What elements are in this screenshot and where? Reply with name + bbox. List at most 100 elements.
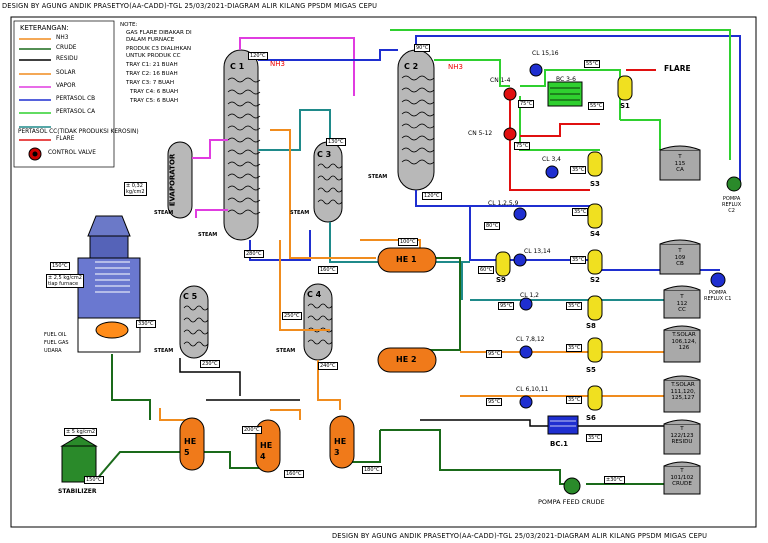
temp-tag: 130°C (326, 138, 346, 146)
bc1-label: BC.1 (550, 440, 569, 448)
temp-tag: 280°C (244, 250, 264, 258)
tank-t101-label: T 101/102 CRUDE (670, 468, 694, 487)
legend-pertasol-cb: PERTASOL CB (56, 96, 96, 102)
tank-t112-label: T 112 CC (676, 294, 688, 313)
bc36-label: BC 3-6 (556, 76, 576, 83)
he5-shape (179, 417, 205, 471)
cl1516-label: CL 15,16 (532, 50, 559, 57)
tanks (659, 145, 701, 495)
note-line: GAS FLARE DIBAKAR DI (126, 30, 192, 36)
steam-label: STEAM (198, 232, 218, 238)
legend-lines (19, 38, 51, 161)
steam-label: STEAM (276, 348, 296, 354)
temp-tag: 100°C (398, 238, 418, 246)
bc36-shape (547, 81, 583, 107)
column-c4-label: C 4 (307, 290, 322, 299)
temp-tag: 35°C (566, 396, 583, 404)
footer-title: DESIGN BY AGUNG ANDIK PRASETYO(AA-CADD)-… (332, 532, 708, 540)
temp-tag: 250°C (282, 312, 302, 320)
legend-residu: RESIDU (56, 56, 78, 62)
stabilizer-label: STABILIZER (58, 488, 97, 495)
pompa-feed-label: POMPA FEED CRUDE (538, 498, 605, 506)
temp-tag: 330°C (136, 320, 156, 328)
steam-label: STEAM (290, 210, 310, 216)
pipe-residu (179, 358, 680, 427)
legend-frame (13, 20, 115, 168)
column-evaporator (167, 141, 193, 219)
temp-tag: 60°C (478, 266, 495, 274)
furnace (77, 215, 141, 353)
pipe-flare (509, 69, 656, 191)
temp-tag: 180°C (362, 466, 382, 474)
legend-vapor: VAPOR (56, 83, 76, 89)
he4-label: HE 4 (260, 441, 273, 461)
cl1314-label: CL 13,14 (524, 248, 551, 255)
cl7812-label: CL 7,8,12 (516, 336, 545, 343)
column-c1-label: C 1 (230, 62, 245, 71)
column-c2 (397, 49, 435, 191)
temp-tag: 55°C (588, 102, 605, 110)
temp-tag: 200°C (242, 426, 262, 434)
temp-tag: 35°C (570, 166, 587, 174)
s3-label: S3 (590, 180, 600, 188)
pipe-solar (159, 129, 680, 421)
note-line: TRAY C5: 6 BUAH (130, 98, 179, 104)
note-title: NOTE: (120, 22, 138, 28)
note-line: TRAY C2: 16 BUAH (126, 71, 178, 77)
tank-solar2-label: T.SOLAR 111,120, 125,127 (670, 382, 696, 401)
udara-label: UDARA (44, 348, 62, 354)
temp-tag: 35°C (566, 302, 583, 310)
s4-label: S4 (590, 230, 600, 238)
column-c3 (313, 141, 343, 223)
s8-label: S8 (586, 322, 596, 330)
temp-tag: 95°C (498, 302, 515, 310)
temp-tag: 150°C (50, 262, 70, 270)
legend-title: KETERANGAN: (20, 24, 69, 32)
he5-label: HE 5 (184, 437, 197, 457)
temp-tag: 150°C (84, 476, 104, 484)
s1-label: S1 (620, 102, 630, 110)
temp-tag: 35°C (572, 208, 589, 216)
legend-pertasol-ca: PERTASOL CA (56, 109, 96, 115)
pressure-furnace: ± 2,5 kg/cm2 tiap furnace (46, 274, 84, 288)
legend-control-valve: CONTROL VALVE (48, 150, 96, 156)
legend-flare: FLARE (56, 136, 75, 142)
legend-pertasol-cc: PERTASOL CC(TIDAK PRODUKSI KEROSIN) (18, 129, 139, 135)
cl1259-label: CL 1,2,5,9 (488, 200, 519, 207)
he3-label: HE 3 (334, 437, 347, 457)
he2-label: HE 2 (396, 355, 417, 364)
temp-tag: 120°C (248, 52, 268, 60)
pumps (563, 176, 742, 495)
tank-solar1-label: T.SOLAR 106,124, 126 (671, 332, 697, 351)
s5-label: S5 (586, 366, 596, 374)
temp-tag: 55°C (584, 60, 601, 68)
nh3-label-c1: NH3 (270, 60, 285, 68)
pressure-stabilizer: ± 5 kg/cm2 (64, 428, 98, 436)
note-line: DALAM FURNACE (126, 37, 175, 43)
nh3-label-c2: NH3 (448, 63, 463, 71)
he1-label: HE 1 (396, 255, 417, 264)
tank-t109-label: T 109 CB (674, 248, 686, 267)
steam-label: STEAM (154, 210, 174, 216)
legend-solar: SOLAR (56, 70, 76, 76)
column-c3-label: C 3 (317, 150, 332, 159)
separators (495, 75, 633, 411)
temp-tag: 90°C (414, 44, 431, 52)
temp-tag: 75°C (518, 100, 535, 108)
fuel-oil-label: FUEL OIL (44, 332, 67, 338)
legend-crude: CRUDE (56, 45, 77, 51)
pressure-evaporator: ± 0,32 kg/cm2 (124, 182, 147, 196)
evaporator-label: EVAPORATOR (168, 153, 177, 207)
he2-shape (377, 347, 437, 373)
temp-tag: 35°C (566, 344, 583, 352)
cn512-label: CN 5-12 (468, 130, 493, 137)
tank-t115-label: T 115 CA (674, 154, 686, 173)
steam-label: STEAM (154, 348, 174, 354)
temp-tag: 160°C (318, 266, 338, 274)
temp-tag: ±30°C (604, 476, 625, 484)
legend-nh3: NH3 (56, 35, 69, 41)
pipe-vapor (192, 37, 355, 218)
fuel-gas-label: FUEL GAS (44, 340, 69, 346)
temp-tag: 75°C (514, 142, 531, 150)
